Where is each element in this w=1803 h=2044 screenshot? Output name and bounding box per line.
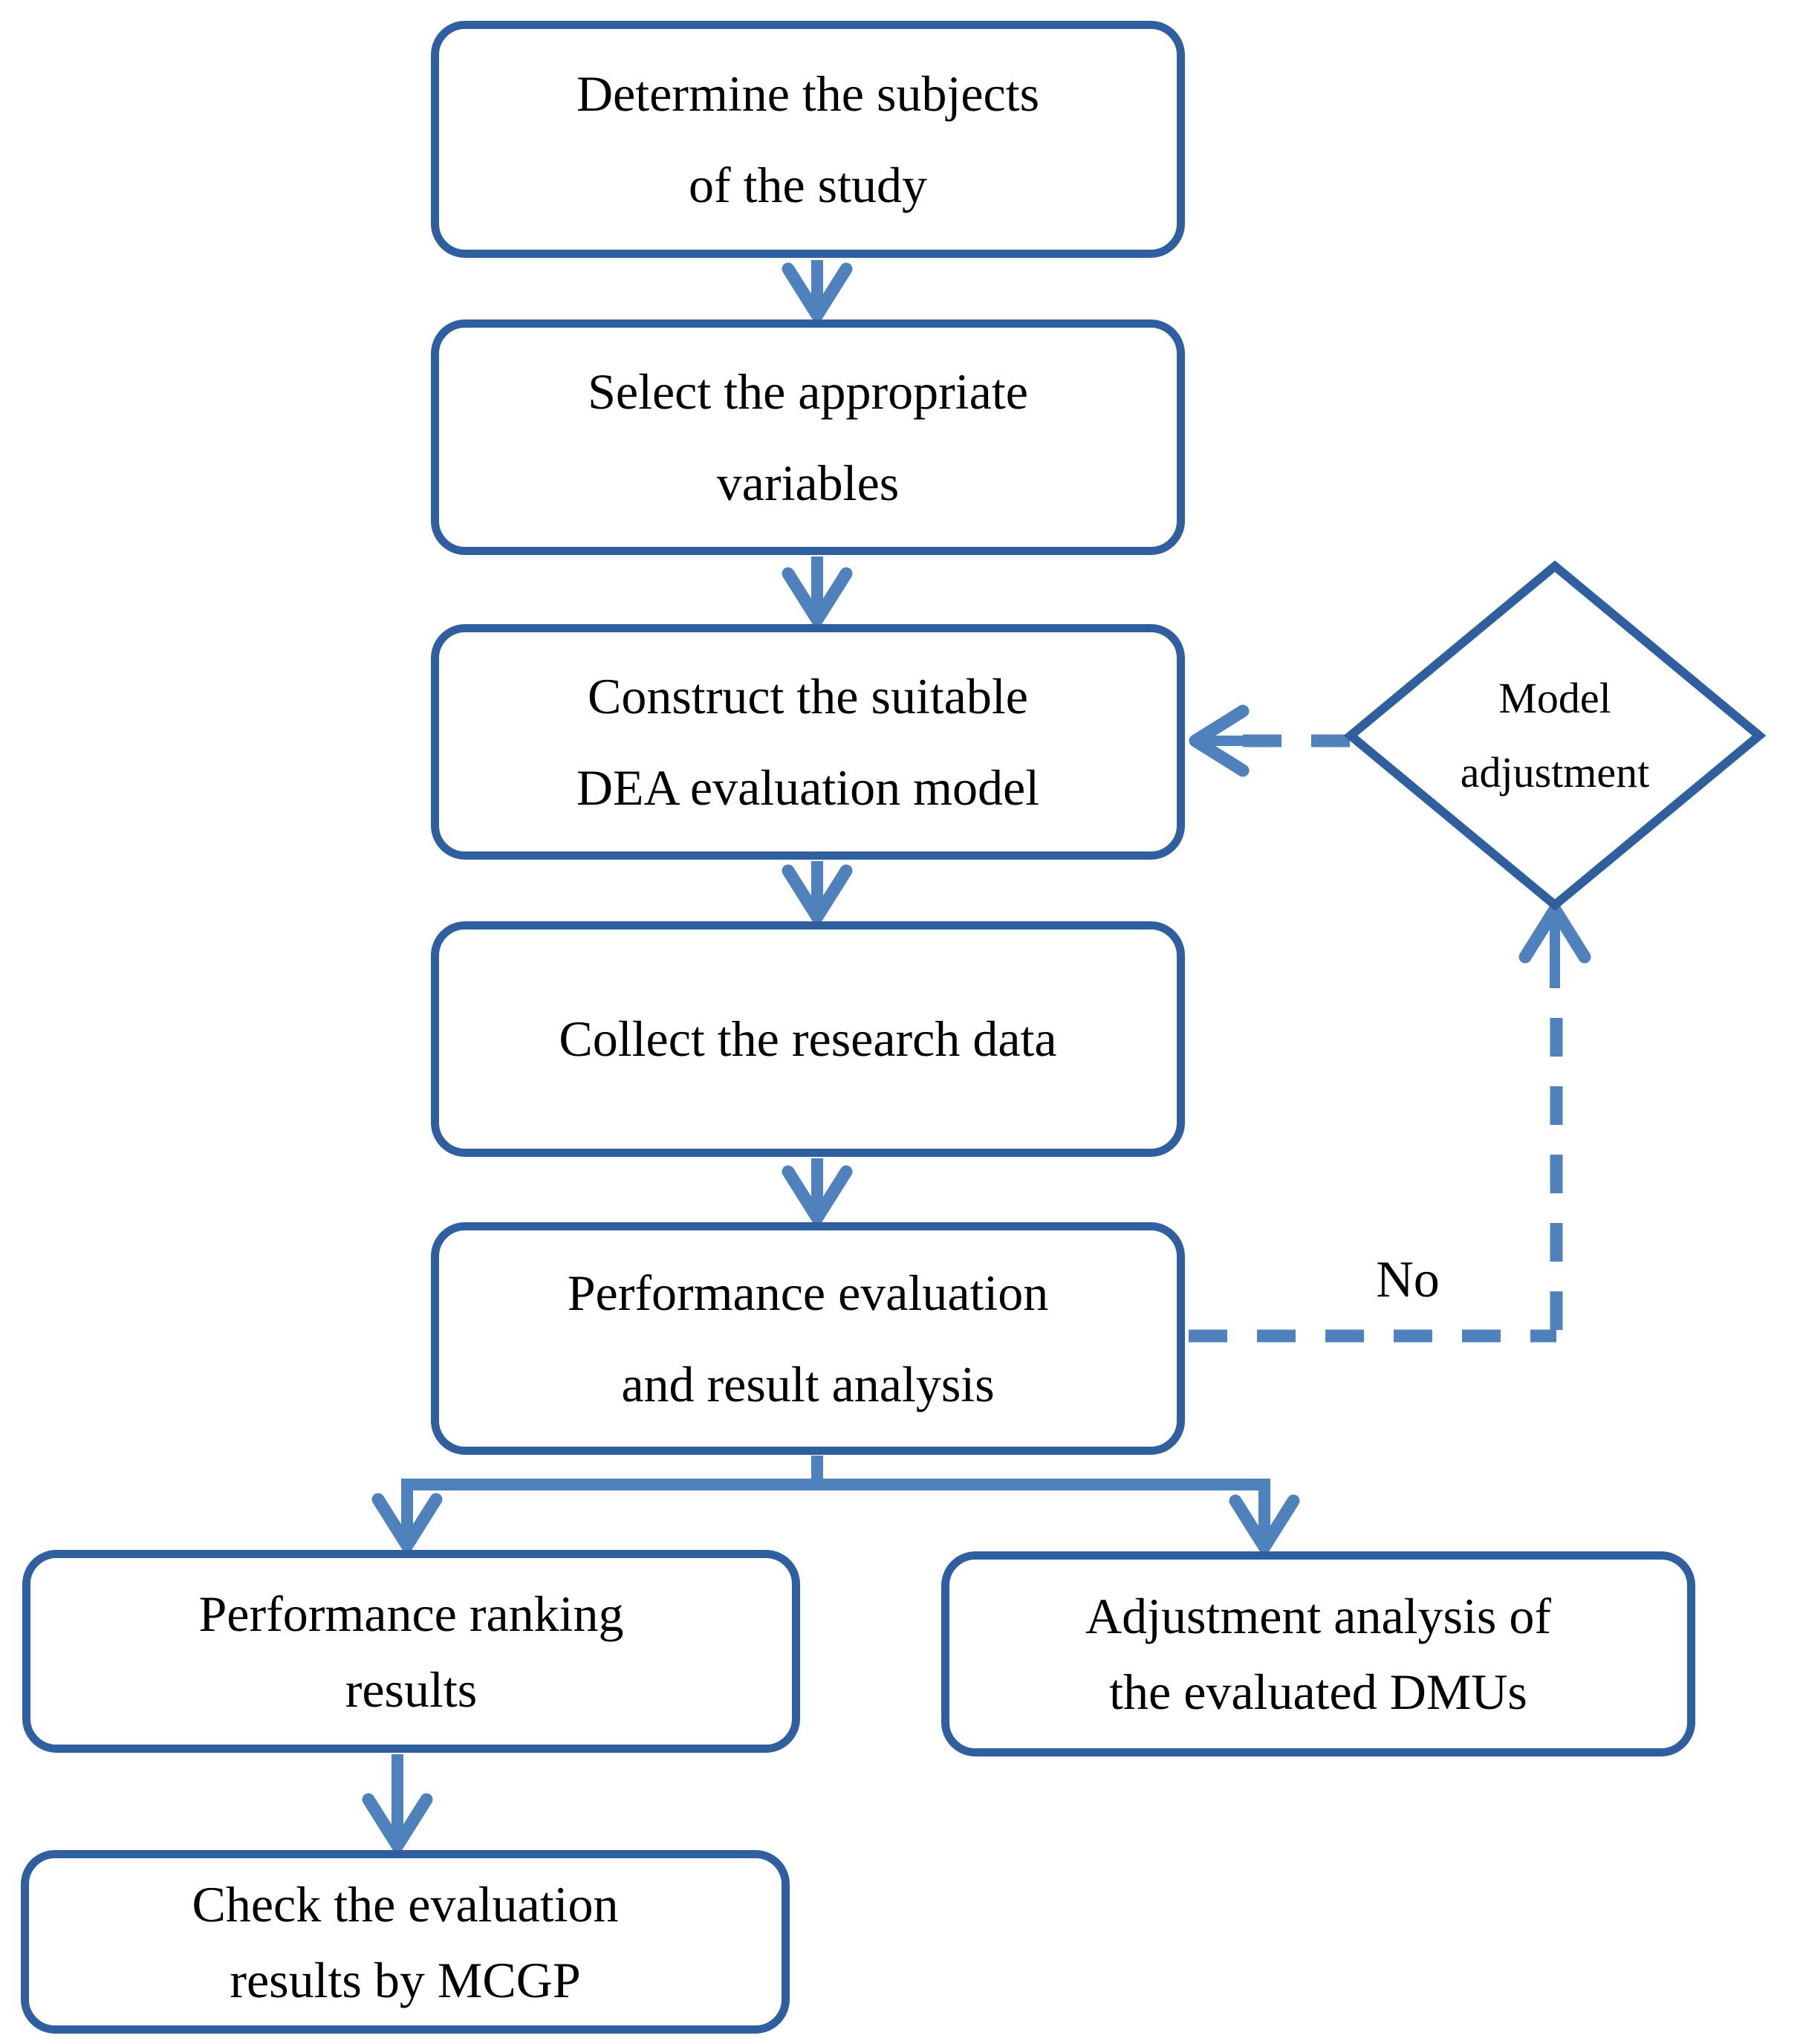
box-text-line: and result analysis <box>621 1355 995 1412</box>
box-text-line: Performance ranking <box>198 1585 624 1642</box>
decision-model-adjustment-label: Model adjustment <box>1388 635 1722 836</box>
arrow-collect-to-performance <box>782 1158 853 1224</box>
edge-label-no: No <box>1376 1251 1440 1308</box>
box-text-line: variables <box>716 454 900 511</box>
split-connector <box>401 1456 1270 1544</box>
box-performance-ranking-results: Performance ranking results <box>22 1550 800 1753</box>
arrow-determine-to-select <box>782 260 853 322</box>
box-text-line: Select the appropriate <box>588 363 1028 421</box>
box-construct-dea-model: Construct the suitable DEA evaluation mo… <box>431 624 1185 860</box>
box-text-line: Performance evaluation <box>567 1265 1049 1322</box>
decision-text-line: Model <box>1498 674 1611 723</box>
box-text-line: the evaluated DMUs <box>1109 1664 1527 1720</box>
arrow-construct-to-collect <box>782 861 853 924</box>
box-adjustment-analysis-dmus: Adjustment analysis of the evaluated DMU… <box>941 1551 1695 1756</box>
box-select-variables: Select the appropriate variables <box>431 319 1185 555</box>
box-check-results-mcgp: Check the evaluation results by MCGP <box>21 1850 790 2034</box>
dashed-model-adjustment-line <box>1189 704 1350 777</box>
decision-diamond <box>1343 560 1767 911</box>
box-text-line: Construct the suitable <box>587 668 1028 725</box>
box-determine-subjects: Determine the subjects of the study <box>431 21 1185 258</box>
box-text-line: results by MCGP <box>230 1951 581 2008</box>
box-text-line: of the study <box>688 156 928 213</box>
arrow-to-ranking <box>371 1493 443 1552</box>
box-collect-data: Collect the research data <box>431 921 1185 1157</box>
decision-text-line: adjustment <box>1460 748 1650 796</box>
arrow-ranking-to-check <box>362 1754 433 1852</box>
arrow-to-adjustment <box>1229 1494 1300 1554</box>
box-text-line: Check the evaluation <box>192 1875 619 1933</box>
box-text-line: DEA evaluation model <box>576 759 1040 816</box>
box-text-line: Determine the subjects <box>576 65 1040 123</box>
box-text-line: Collect the research data <box>559 1010 1057 1068</box>
arrow-select-to-construct <box>782 557 853 626</box>
box-text-line: Adjustment analysis of <box>1085 1588 1552 1644</box>
box-performance-evaluation: Performance evaluation and result analys… <box>431 1222 1185 1455</box>
box-text-line: results <box>345 1661 478 1718</box>
